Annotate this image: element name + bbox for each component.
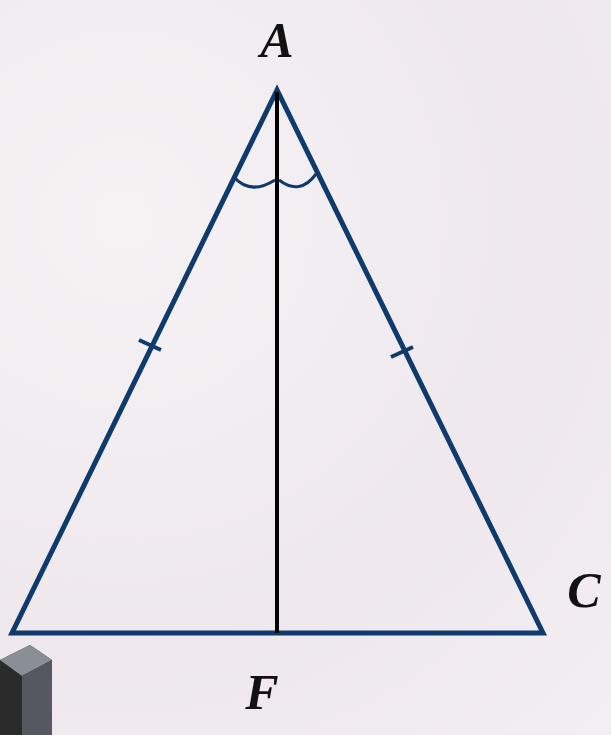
icon-body bbox=[0, 645, 52, 735]
vertex-label: A bbox=[260, 15, 293, 65]
icon-side bbox=[22, 660, 52, 735]
angle-arc bbox=[279, 174, 316, 187]
vertex-label: F bbox=[245, 667, 278, 717]
corner-icon bbox=[0, 645, 52, 735]
equal-tick bbox=[139, 340, 161, 350]
vertex-label: C bbox=[567, 565, 600, 615]
angle-arc bbox=[233, 176, 275, 187]
equal-tick bbox=[391, 347, 413, 357]
angle-bisector bbox=[275, 92, 279, 633]
isosceles-triangle bbox=[12, 90, 543, 633]
